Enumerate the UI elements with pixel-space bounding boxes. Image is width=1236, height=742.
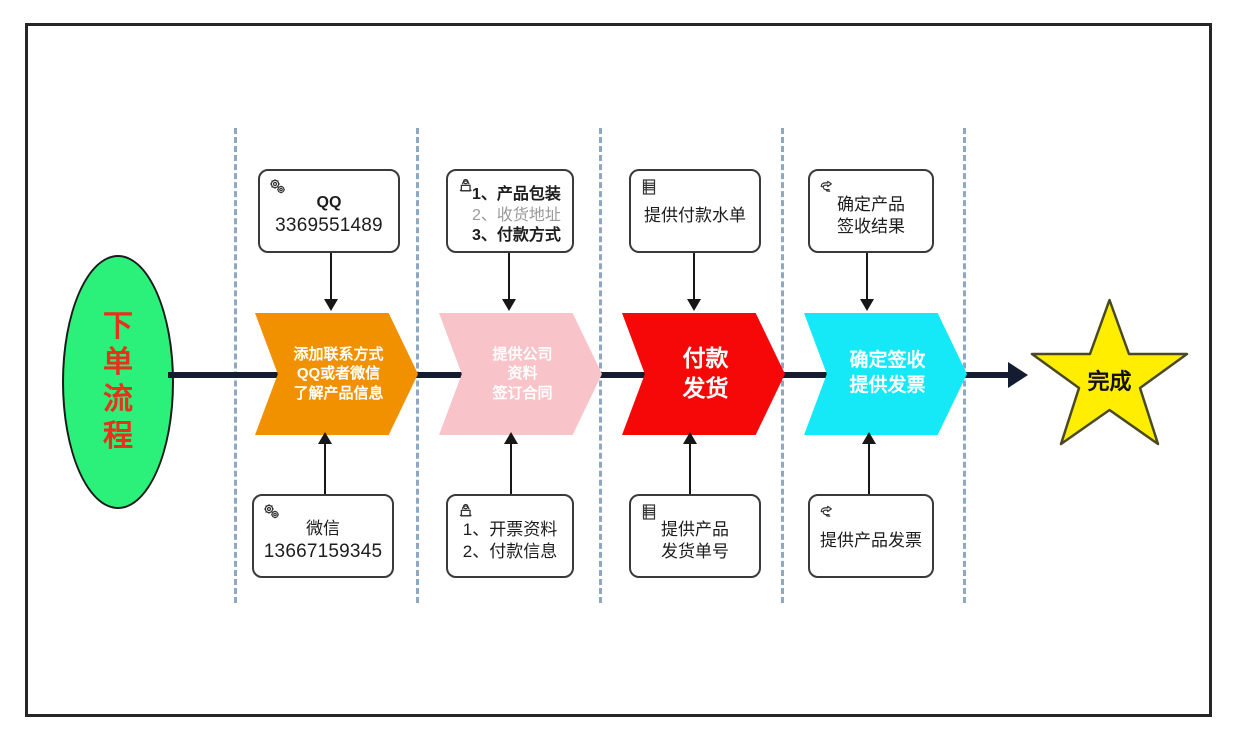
start-label-char-3: 流: [103, 383, 133, 416]
stage-1-top-connector: [330, 253, 332, 305]
start-label-char-2: 单: [103, 346, 133, 380]
stage-2-top-arrowhead: [502, 299, 516, 311]
stage-2-bottom-connector: [510, 442, 512, 494]
stage-4-top-note-line-2: 签收结果: [837, 217, 905, 236]
stage-4-bottom-note[interactable]: 提供产品发票: [808, 494, 934, 578]
spine-arrowhead: [1008, 362, 1028, 388]
stage-1-bottom-note-body: 微信 13667159345: [254, 508, 392, 565]
stage-1-bottom-note-line-1: 微信: [306, 518, 340, 538]
stage-2-line-2: 资料: [507, 365, 538, 383]
stage-2-top-note-body: 1、产品包装 2、收货地址 3、付款方式: [448, 175, 572, 247]
stage-4-line-1: 确定签收: [849, 350, 926, 372]
stage-1-label: 添加联系方式 QQ或者微信 了解产品信息: [293, 345, 383, 404]
stage-1-line-1: 添加联系方式: [293, 345, 384, 363]
stage-4-bottom-note-body: 提供产品发票: [810, 520, 932, 552]
lane-divider-3: [599, 128, 602, 603]
pointing-hand-icon: [817, 176, 839, 198]
stage-1-top-note-body: QQ 3369551489: [260, 183, 398, 238]
stage-3-bottom-arrowhead: [683, 432, 697, 444]
stage-2-chevron[interactable]: 提供公司 资料 签订合同: [439, 313, 602, 435]
stage-3-top-note-line-1: 提供付款水单: [644, 205, 746, 225]
person-icon: [455, 501, 477, 523]
stage-2-top-connector: [508, 253, 510, 305]
start-label-char-1: 下: [103, 309, 133, 343]
stage-2-top-note-line-2: 2、收货地址: [472, 206, 561, 224]
spine-segment-0: [168, 372, 286, 378]
stage-3-label: 付款 发货: [683, 344, 729, 404]
document-list-icon: [638, 176, 660, 198]
lane-divider-1: [234, 128, 237, 603]
stage-4-line-2: 提供发票: [849, 375, 926, 396]
stage-4-bottom-connector: [868, 442, 870, 494]
lane-divider-5: [963, 128, 966, 603]
person-icon: [455, 176, 477, 198]
stage-1-top-note-line-2: 3369551489: [275, 215, 383, 237]
stage-2-bottom-note-line-1: 1、开票资料: [462, 519, 558, 539]
document-list-icon: [638, 501, 660, 523]
gears-icon: [261, 501, 283, 523]
stage-3-top-arrowhead: [687, 299, 701, 311]
stage-2-label: 提供公司 资料 签订合同: [492, 345, 552, 404]
stage-3-bottom-note[interactable]: 提供产品 发货单号: [629, 494, 761, 578]
stage-4-top-connector: [866, 253, 868, 305]
spine-segment-3: [745, 372, 837, 378]
stage-1-line-2: QQ或者微信: [296, 365, 381, 383]
stage-4-bottom-arrowhead: [862, 432, 876, 444]
stage-3-bottom-note-body: 提供产品 发货单号: [631, 509, 759, 563]
stage-1-line-3: 了解产品信息: [293, 384, 384, 402]
stage-2-bottom-note[interactable]: 1、开票资料 2、付款信息: [446, 494, 574, 578]
stage-2-top-note[interactable]: 1、产品包装 2、收货地址 3、付款方式: [446, 169, 574, 253]
stage-4-top-arrowhead: [860, 299, 874, 311]
spine-segment-4: [928, 372, 1010, 378]
stage-3-top-note[interactable]: 提供付款水单: [629, 169, 761, 253]
stage-4-chevron[interactable]: 确定签收 提供发票: [804, 313, 967, 435]
stage-1-chevron[interactable]: 添加联系方式 QQ或者微信 了解产品信息: [255, 313, 418, 435]
stage-4-top-note-line-1: 确定产品: [837, 194, 905, 214]
stage-2-bottom-note-line-2: 2、付款信息: [462, 542, 558, 561]
stage-4-bottom-note-line-1: 提供产品发票: [820, 530, 922, 550]
start-node[interactable]: 下 单 流 程: [62, 255, 174, 509]
finish-node[interactable]: 完成: [1027, 294, 1192, 452]
stage-2-bottom-arrowhead: [504, 432, 518, 444]
stage-1-bottom-arrowhead: [318, 432, 332, 444]
lane-divider-2: [416, 128, 419, 603]
stage-2-bottom-note-body: 1、开票资料 2、付款信息: [448, 509, 572, 563]
stage-3-bottom-connector: [689, 442, 691, 494]
stage-2-top-note-line-1: 1、产品包装: [472, 185, 561, 203]
start-label-char-4: 程: [103, 419, 133, 453]
star-shape: [1030, 298, 1189, 446]
spine-segment-2: [563, 372, 655, 378]
stage-3-bottom-note-line-2: 发货单号: [661, 542, 729, 561]
stage-2-top-note-line-3: 3、付款方式: [472, 227, 561, 245]
stage-1-top-note-line-1: QQ: [316, 194, 342, 212]
stage-3-line-2: 发货: [682, 375, 729, 401]
stage-1-bottom-note-line-2: 13667159345: [263, 540, 383, 562]
stage-2-line-1: 提供公司: [492, 345, 553, 363]
stage-3-top-connector: [693, 253, 695, 305]
stage-1-bottom-connector: [324, 442, 326, 494]
stage-4-label: 确定签收 提供发票: [849, 349, 925, 398]
start-node-label: 下 单 流 程: [103, 309, 133, 455]
gears-icon: [267, 176, 289, 198]
stage-3-bottom-note-line-1: 提供产品: [661, 519, 729, 539]
lane-divider-4: [781, 128, 784, 603]
spine-segment-1: [380, 372, 472, 378]
pointing-hand-icon: [817, 501, 839, 523]
stage-4-top-note[interactable]: 确定产品 签收结果: [808, 169, 934, 253]
stage-3-line-1: 付款: [682, 345, 729, 372]
stage-3-top-note-body: 提供付款水单: [631, 195, 759, 227]
stage-3-chevron[interactable]: 付款 发货: [622, 313, 785, 435]
stage-1-top-note[interactable]: QQ 3369551489: [258, 169, 400, 253]
stage-1-bottom-note[interactable]: 微信 13667159345: [252, 494, 394, 578]
stage-2-line-3: 签订合同: [492, 384, 553, 402]
stage-4-top-note-body: 确定产品 签收结果: [810, 184, 932, 238]
stage-1-top-arrowhead: [324, 299, 338, 311]
